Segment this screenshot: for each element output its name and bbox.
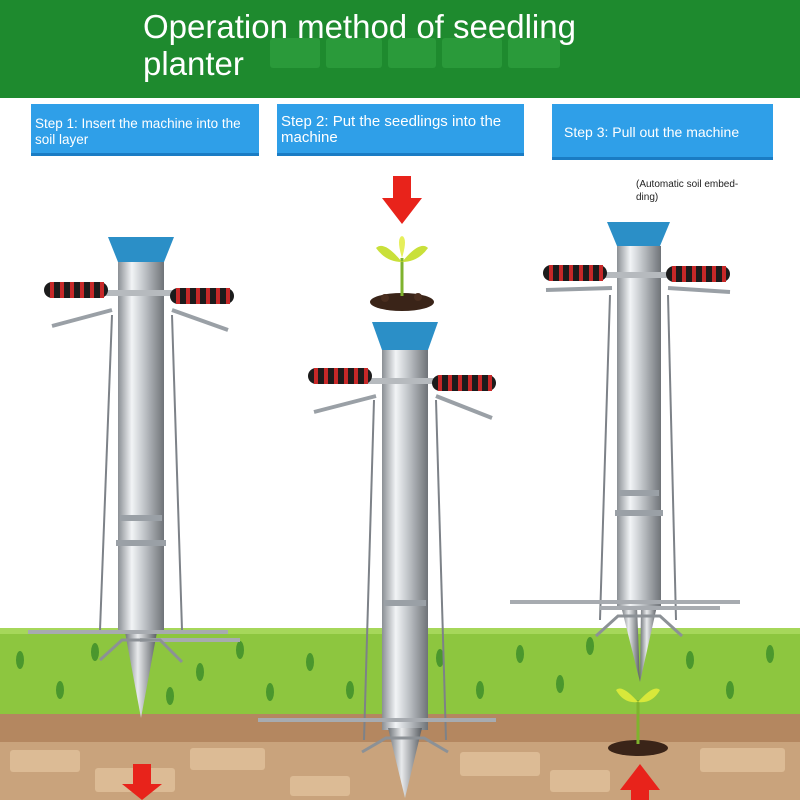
planter-machine-step-1 bbox=[28, 237, 240, 718]
down-arrow-icon bbox=[382, 176, 422, 224]
step-2-box: Step 2: Put the seedlings into the machi… bbox=[277, 104, 524, 156]
step-2-label: Step 2: Put the seedlings into the machi… bbox=[281, 113, 502, 146]
page-title: Operation method of seedling planter bbox=[143, 8, 576, 82]
step-1-label: Step 1: Insert the machine into the soil… bbox=[35, 116, 241, 147]
up-arrow-icon bbox=[620, 764, 660, 800]
planted-seedling-icon bbox=[608, 688, 668, 756]
down-arrow-icon bbox=[122, 764, 162, 800]
step-3-box: Step 3: Pull out the machine bbox=[552, 104, 773, 160]
planter-machine-step-3 bbox=[510, 222, 740, 682]
header-watermark bbox=[270, 38, 600, 84]
step-1-box: Step 1: Insert the machine into the soil… bbox=[31, 104, 259, 156]
seedling-icon bbox=[370, 236, 434, 311]
auto-soil-note: (Automatic soil embed-ding) bbox=[636, 179, 739, 203]
header-banner: Operation method of seedling planter bbox=[0, 0, 800, 98]
planter-machine-step-2 bbox=[258, 322, 496, 798]
step-3-label: Step 3: Pull out the machine bbox=[564, 124, 740, 140]
